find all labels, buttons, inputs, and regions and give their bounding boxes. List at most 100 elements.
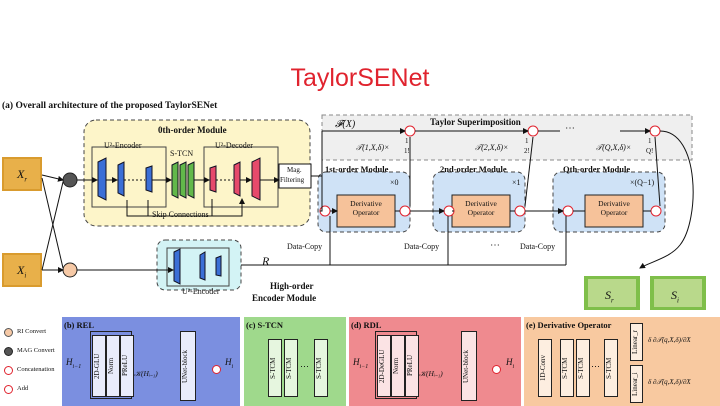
legend-add: Add (17, 385, 29, 392)
deriv-eq-i: δ ∂𝒯(q,X,δ)/∂X (648, 378, 691, 386)
rdl-input-symbol: H (353, 357, 360, 367)
rel-input-symbol: H (66, 357, 73, 367)
rel-output-symbol: H (225, 357, 232, 367)
first-order-op: Derivative Operator (350, 199, 382, 217)
deriv-block-conv: 1D-Conv (538, 339, 552, 397)
panel-deriv: (e) Derivative Operator 1D-Conv S-TCM S-… (524, 317, 720, 406)
second-order-title: 2nd-order Module (440, 164, 507, 174)
xr-symbol: X (17, 167, 25, 181)
skip-connections-label: Skip Connections (152, 210, 209, 219)
rel-unet: UNet-block (180, 331, 196, 401)
mag-filter-line2: Filtering (280, 176, 305, 184)
rdl-unet: UNet-block (461, 331, 477, 401)
concatenation-icon (4, 366, 13, 375)
taylor-title: Taylor Superimposition (430, 117, 521, 127)
input-xi-label: Xi (17, 263, 26, 279)
zero-module-title: 0th-order Module (158, 125, 227, 135)
rel-block-glu: 2D-GLU (92, 335, 106, 397)
si-sub: i (677, 296, 679, 305)
deriv-linear-r: Linear_r (630, 323, 643, 361)
panel-rdl-label: (d) RDL (351, 320, 382, 330)
rel-block-norm: Norm (106, 335, 120, 397)
deriv-linear-i: Linear_i (630, 365, 643, 403)
stcn-block-1: S-TCM (268, 339, 282, 397)
fx-label: 𝓕(X) (335, 119, 356, 130)
data-copy-3: Data-Copy (520, 242, 556, 251)
taylor-frac2-num: 1 (525, 137, 529, 145)
panel-rel-label: (b) REL (64, 320, 94, 330)
taylor-term-1: 𝒯(1,X,δ)× (356, 143, 390, 152)
rdl-k: 𝒦(Hᵢ₋₁) (419, 369, 443, 378)
rel-output-sub: i (231, 363, 234, 370)
xi-symbol: X (17, 263, 25, 277)
mag-convert-node (62, 172, 78, 188)
stcn-block-3: S-TCM (314, 339, 328, 397)
high-order-encoder-label: U²-Encoder (182, 287, 220, 296)
data-copy-1: Data-Copy (287, 242, 323, 251)
rdl-output-sub: i (512, 363, 515, 370)
sr-symbol: S (605, 288, 611, 302)
add-icon (4, 385, 13, 394)
rdl-output-symbol: H (506, 357, 513, 367)
qth-order-title: Qth-order Module (563, 164, 631, 174)
taylor-term-2: 𝒯(2,X,δ)× (475, 143, 509, 152)
panel-stcn-label: (c) S-TCN (246, 320, 284, 330)
taylor-term-q: 𝒯(Q,X,δ)× (596, 143, 632, 152)
mag-convert-icon (4, 347, 13, 356)
u2-encoder-label: U²-Encoder (104, 141, 142, 150)
input-xr-label: Xr (17, 167, 27, 183)
taylor-frac1-num: 1 (405, 137, 409, 145)
rel-k: 𝒦(Hᵢ₋₁) (134, 369, 158, 378)
ri-convert-node (62, 262, 78, 278)
figure-title: TaylorSENet (290, 64, 430, 92)
stcn-dots: ⋯ (300, 361, 309, 371)
panel-rel: (b) REL Hi−1 2D-GLU Norm PReLU 𝒦(Hᵢ₋₁) U… (62, 317, 240, 406)
rel-block-prelu: PReLU (120, 335, 134, 397)
rel-add-icon (212, 365, 221, 374)
rdl-input: Hi−1 (353, 357, 368, 370)
caption-a: (a) Overall architecture of the proposed… (2, 101, 218, 111)
rdl-add-icon (492, 365, 501, 374)
second-order-mult: ×1 (512, 178, 521, 187)
high-order-title-2: Encoder Module (252, 293, 317, 303)
qth-order-op: Derivative Operator (598, 199, 630, 217)
taylor-fracq-num: 1 (648, 137, 652, 145)
legend-mag: MAG Convert (17, 347, 55, 354)
output-sr-label: Sr (605, 288, 614, 304)
first-order-mult: ×0 (390, 178, 399, 187)
rdl-input-sub: i−1 (359, 363, 369, 370)
r-label: R (262, 254, 270, 268)
u2-decoder-label: U²-Decoder (215, 141, 253, 150)
rel-input: Hi−1 (66, 357, 81, 370)
ri-convert-icon (4, 328, 13, 337)
legend: RI Convert MAG Convert Concatenation Add (0, 320, 60, 406)
output-si-label: Si (671, 288, 679, 304)
mag-filter-line1: Mag. (287, 166, 302, 174)
xi-sub: i (24, 271, 27, 280)
deriv-eq-r: δ ∂𝒯(q,X,δ)/∂X (648, 336, 691, 344)
rdl-block-prelu: PReLU (405, 335, 419, 397)
taylor-box (321, 114, 693, 161)
stcn-block-2: S-TCM (284, 339, 298, 397)
qth-order-mult: ×(Q−1) (630, 178, 655, 187)
high-order-title-1: High-order (270, 281, 314, 291)
rdl-block-deglu: 2D-DeGLU (377, 335, 391, 397)
order-dots: ⋯ (490, 240, 500, 251)
xr-sub: r (24, 175, 28, 184)
rel-output: Hi (225, 357, 233, 370)
taylor-dots: ⋯ (565, 123, 575, 134)
data-copy-2: Data-Copy (404, 242, 440, 251)
deriv-block-stcm-1: S-TCM (560, 339, 574, 397)
rel-input-sub: i−1 (72, 363, 82, 370)
legend-concat: Concatenation (17, 366, 55, 373)
si-symbol: S (671, 288, 677, 302)
panel-rdl: (d) RDL Hi−1 2D-DeGLU Norm PReLU 𝒦(Hᵢ₋₁)… (349, 317, 521, 406)
legend-ri: RI Convert (17, 328, 47, 335)
panel-deriv-label: (e) Derivative Operator (526, 320, 612, 330)
first-order-title: 1st-order Module (325, 164, 389, 174)
panel-stcn: (c) S-TCN S-TCM S-TCM ⋯ S-TCM (244, 317, 346, 406)
sr-sub: r (611, 296, 614, 305)
taylor-frac2-den: 2! (524, 147, 530, 155)
deriv-dots: ⋯ (591, 361, 600, 371)
